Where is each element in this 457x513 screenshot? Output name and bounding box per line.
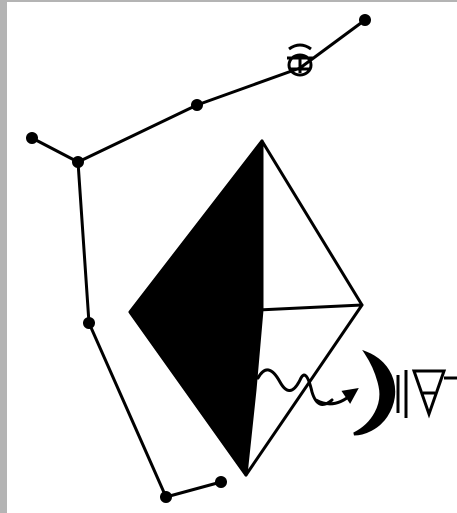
triangle-down-icon (398, 370, 457, 418)
constellation-upper-path (32, 20, 365, 162)
star-dot (72, 156, 84, 168)
star-dot (83, 317, 95, 329)
tetrahedron-icon (130, 141, 362, 475)
tetrahedron-dark-face (130, 141, 262, 475)
eye-upper-lid (289, 45, 311, 49)
star-dot (26, 132, 38, 144)
wavy-inner-line (258, 370, 332, 405)
tetrahedron-horizontal-edge (258, 305, 362, 310)
star-dot (359, 14, 371, 26)
eye-icon (287, 45, 313, 75)
star-dot (215, 476, 227, 488)
arrow-icon (316, 390, 356, 404)
crescent-moon-icon (354, 353, 394, 434)
star-dot (160, 491, 172, 503)
star-dot (191, 99, 203, 111)
